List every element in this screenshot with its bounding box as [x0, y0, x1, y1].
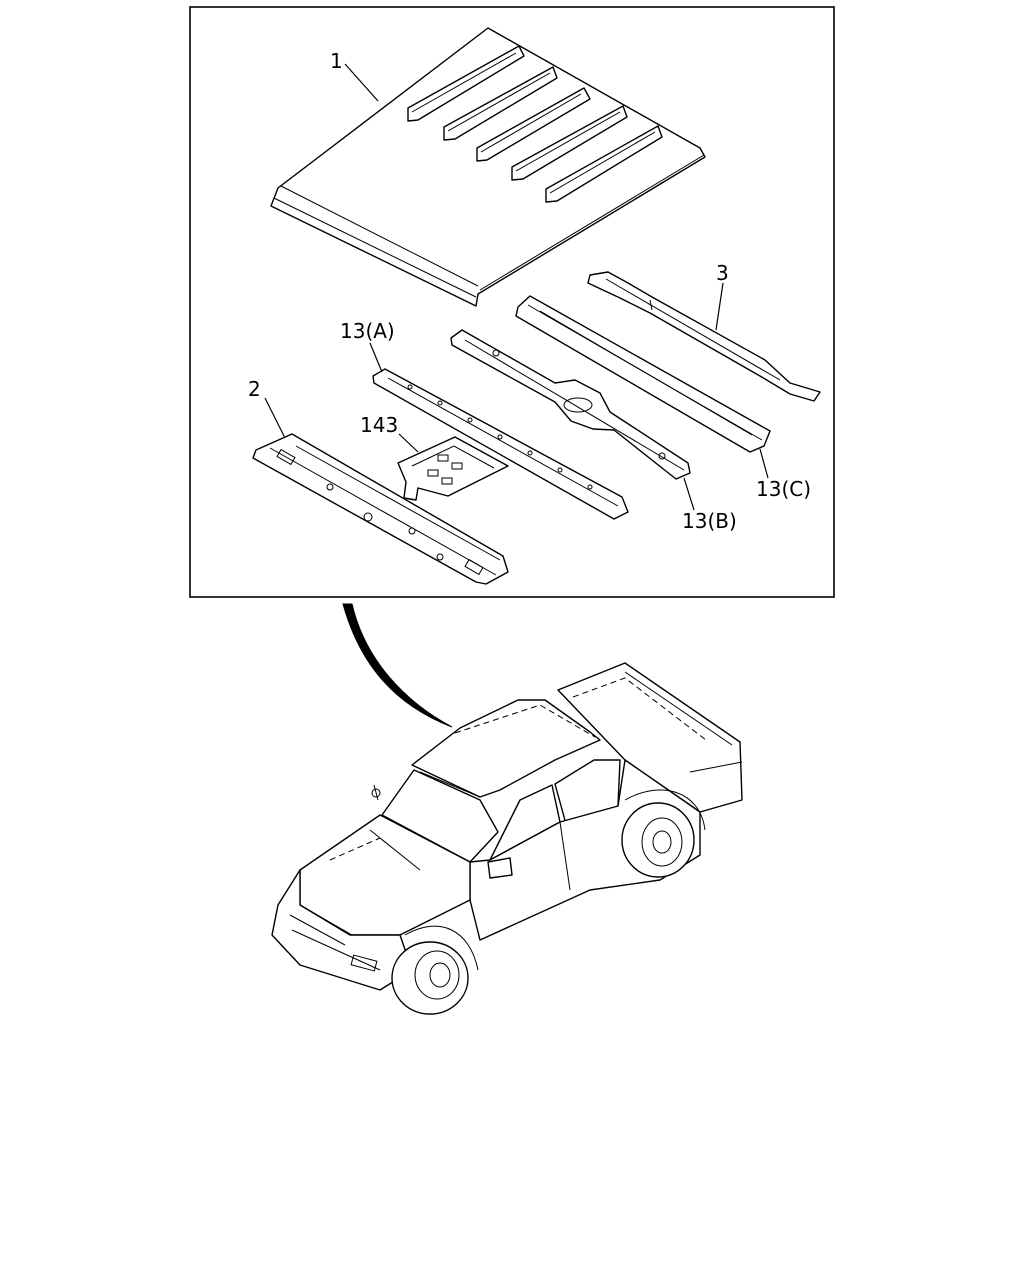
callout-143: 143: [360, 413, 398, 437]
front-roof-header: [252, 433, 509, 585]
pickup-truck: [271, 662, 743, 1015]
connector-arc: [342, 603, 453, 728]
callout-13a: 13(A): [340, 319, 395, 343]
roof-bow-c: [515, 295, 771, 453]
callout-3: 3: [716, 261, 729, 285]
roof-ribs: [407, 45, 663, 203]
roof-panel: [270, 27, 706, 307]
roof-bracket: [397, 436, 509, 501]
callout-13c: 13(C): [756, 477, 811, 501]
rear-roof-rail: [587, 271, 821, 402]
roof-bow-b: [450, 329, 691, 480]
front-wheel: [391, 925, 479, 1015]
callout-2: 2: [248, 377, 261, 401]
detail-frame: [189, 6, 835, 598]
callout-13b: 13(B): [682, 509, 737, 533]
callout-1: 1: [330, 49, 343, 73]
rear-wheel: [621, 789, 706, 878]
roof-bow-a: [372, 368, 629, 520]
